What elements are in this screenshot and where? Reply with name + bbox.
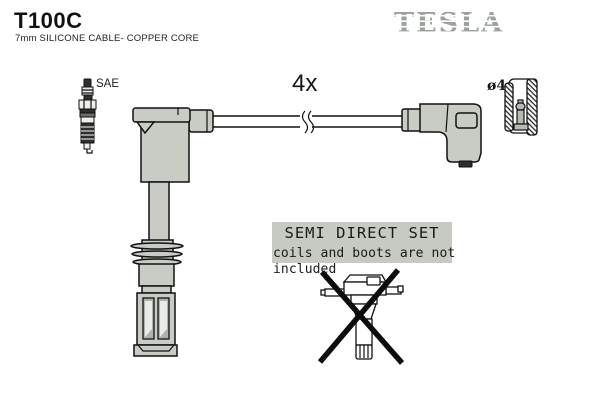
long-boot-drawing xyxy=(130,107,214,357)
product-description: 7mm SILICONE CABLE- COPPER CORE xyxy=(15,33,200,44)
ignition-coil-icon xyxy=(320,274,404,360)
notice-heading: SEMI DIRECT SET xyxy=(284,224,440,242)
cable-break-icon xyxy=(301,110,315,134)
prohibition-cross-icon xyxy=(317,268,405,365)
quantity-label: 4x xyxy=(292,70,318,97)
cable-wire xyxy=(213,110,402,134)
product-code: T100C xyxy=(14,8,83,33)
sae-standard-label: SAE xyxy=(96,78,120,90)
terminal-socket-drawing xyxy=(504,78,538,136)
spark-plug-icon xyxy=(78,78,97,154)
notice-text-line1: coils and boots are not xyxy=(273,246,456,261)
terminal-diameter-label: ø4 xyxy=(487,78,507,94)
boot-slot-windows xyxy=(142,297,170,340)
elbow-boot-drawing xyxy=(401,103,482,168)
notice-text-line2: included xyxy=(273,262,337,277)
notice-background xyxy=(272,222,452,263)
inner-terminal xyxy=(513,99,529,131)
tesla-logo: TESLA xyxy=(394,8,504,39)
